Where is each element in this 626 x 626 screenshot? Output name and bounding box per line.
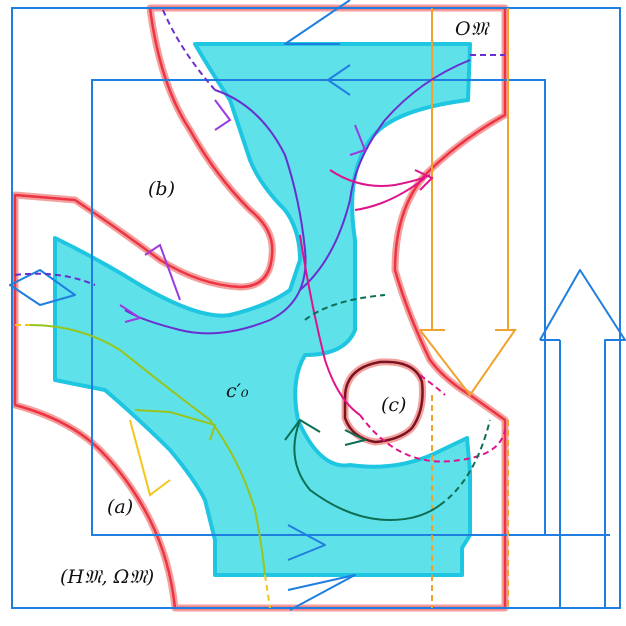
- yellowgreen-dashed: [15, 324, 271, 609]
- dark-green-curve: [293, 419, 441, 522]
- label-b: (b): [148, 178, 175, 200]
- purple-curve-2: [299, 59, 471, 291]
- blue-arrows: [9, 0, 626, 611]
- label-h-omega: (H𝔐, Ω𝔐): [60, 566, 155, 588]
- shaded-region: [53, 42, 472, 577]
- purple-dashed: [14, 9, 505, 286]
- dark-green-dashed: [304, 294, 491, 506]
- violet-marks: [119, 99, 367, 323]
- orange-arrow: [419, 8, 517, 608]
- magenta-curve: [299, 169, 431, 416]
- inner-dark-boundary: [343, 360, 424, 444]
- label-o-m: O𝔐: [455, 18, 489, 40]
- magenta-arrow: [414, 169, 434, 191]
- label-a: (a): [107, 496, 134, 518]
- purple-curve: [124, 89, 307, 335]
- yellowgreen-arrow: [134, 409, 217, 441]
- dark-green-arrow: [284, 418, 368, 446]
- magenta-dashed: [359, 374, 506, 463]
- yellow-marks: [129, 419, 171, 497]
- label-c0: c′₀: [226, 380, 249, 402]
- yellowgreen-curve: [29, 324, 266, 576]
- label-c: (c): [381, 394, 407, 416]
- red-boundary: [13, 6, 507, 610]
